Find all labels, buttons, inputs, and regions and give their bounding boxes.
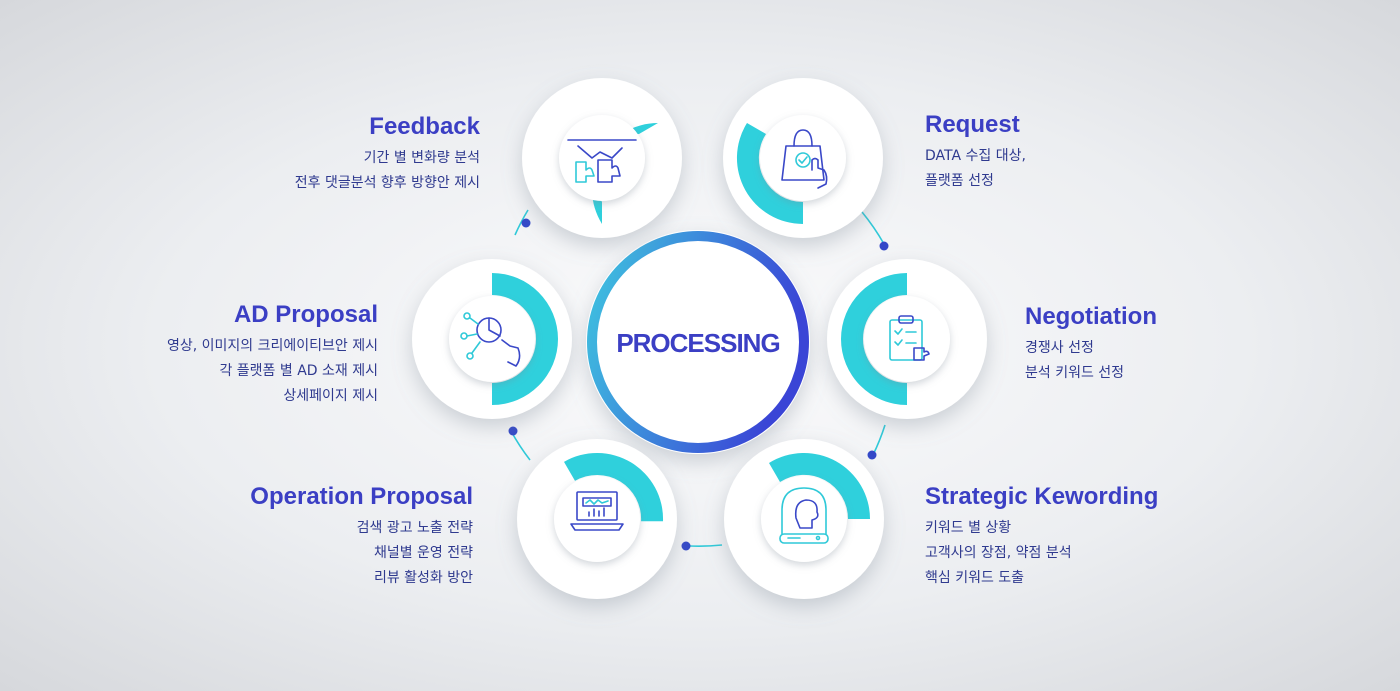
step-line: 영상, 이미지의 크리에이티브안 제시 bbox=[167, 338, 378, 354]
step-title: Negotiation bbox=[1025, 303, 1157, 330]
step-line: 분석 키워드 선정 bbox=[1025, 365, 1125, 381]
step-text-strategic: Strategic Kewording 키워드 별 상황 고객사의 장점, 약점… bbox=[925, 482, 1355, 591]
hand-pie-chart-icon bbox=[460, 312, 521, 367]
step-text-ad: AD Proposal 영상, 이미지의 크리에이티브안 제시 각 플랫폼 별 … bbox=[0, 300, 378, 409]
step-line: 리뷰 활성화 방안 bbox=[373, 570, 473, 586]
shopping-bag-tap-icon bbox=[781, 129, 828, 189]
step-line: 핵심 키워드 도출 bbox=[925, 570, 1025, 586]
center-label: PROCESSING bbox=[616, 328, 779, 358]
center-node: PROCESSING bbox=[586, 230, 810, 454]
step-text-operation: Operation Proposal 검색 광고 노출 전략 채널별 운영 전략… bbox=[43, 482, 473, 591]
handshake-puzzle-icon bbox=[567, 139, 637, 183]
head-helmet-icon bbox=[779, 487, 829, 544]
step-line: 경쟁사 선정 bbox=[1025, 340, 1094, 356]
step-node-strategic bbox=[724, 439, 884, 599]
step-line: 전후 댓글분석 향후 방향안 제시 bbox=[294, 175, 480, 191]
step-line: 각 플랫폼 별 AD 소재 제시 bbox=[219, 363, 378, 379]
clipboard-checklist-icon bbox=[889, 315, 930, 361]
step-line: 기간 별 변화량 분석 bbox=[363, 150, 480, 166]
step-line: 키워드 별 상황 bbox=[925, 520, 1012, 536]
step-node-ad bbox=[412, 259, 572, 419]
laptop-chart-icon bbox=[570, 491, 624, 531]
step-node-request bbox=[723, 78, 883, 238]
connector-dots bbox=[508, 218, 889, 551]
step-title: Operation Proposal bbox=[250, 483, 473, 510]
step-line: 고객사의 장점, 약점 분석 bbox=[925, 545, 1072, 561]
step-line: 상세페이지 제시 bbox=[283, 388, 378, 404]
step-text-negotiation: Negotiation 경쟁사 선정 분석 키워드 선정 bbox=[1025, 302, 1400, 386]
step-line: 채널별 운영 전략 bbox=[373, 545, 473, 561]
step-text-feedback: Feedback 기간 별 변화량 분석 전후 댓글분석 향후 방향안 제시 bbox=[50, 112, 480, 196]
step-text-request: Request DATA 수집 대상, 플랫폼 선정 bbox=[925, 110, 1355, 194]
step-line: 검색 광고 노출 전략 bbox=[356, 520, 473, 536]
step-node-operation bbox=[517, 439, 677, 599]
step-line: 플랫폼 선정 bbox=[925, 173, 994, 189]
step-node-feedback bbox=[522, 78, 682, 238]
step-title: Strategic Kewording bbox=[925, 483, 1159, 510]
step-title: Request bbox=[925, 111, 1020, 138]
step-node-negotiation bbox=[827, 259, 987, 419]
step-title: AD Proposal bbox=[233, 301, 378, 328]
step-line: DATA 수집 대상, bbox=[925, 148, 1026, 164]
step-title: Feedback bbox=[369, 113, 480, 140]
